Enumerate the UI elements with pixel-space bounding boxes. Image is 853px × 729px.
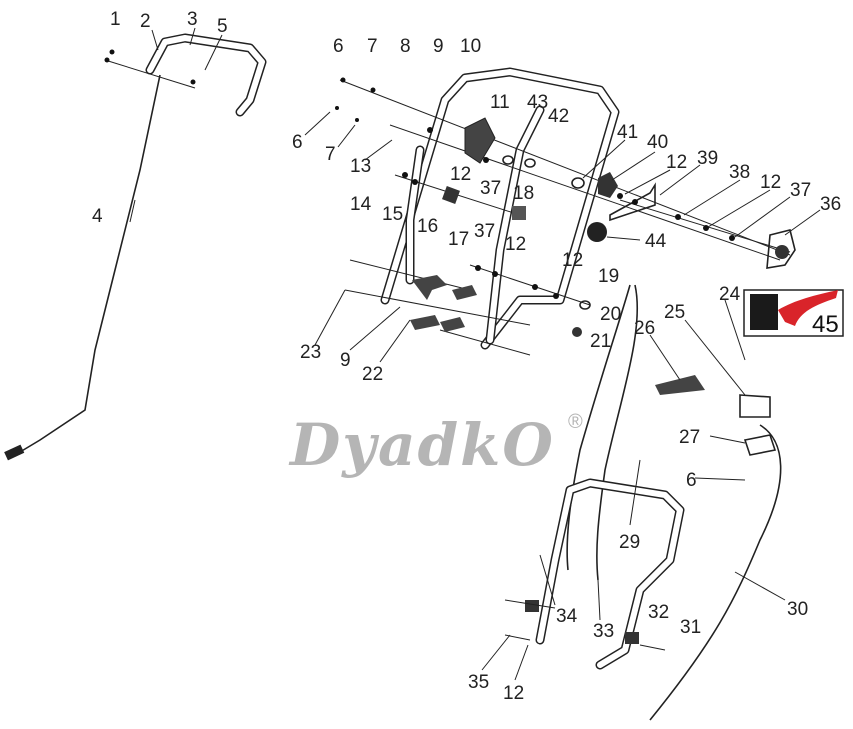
- part-label: 12: [562, 250, 583, 271]
- part-label: 29: [619, 532, 640, 553]
- part-label: 24: [719, 284, 741, 305]
- part-label: 15: [382, 204, 403, 225]
- part-label: 3: [187, 9, 198, 30]
- part-label: 33: [593, 621, 614, 642]
- part-label: 7: [325, 144, 336, 165]
- part-label: 19: [598, 266, 619, 287]
- part-label: 13: [350, 156, 371, 177]
- part-label: 34: [556, 606, 578, 627]
- part-label: 18: [513, 183, 534, 204]
- bail-handle-part-3: [104, 33, 267, 117]
- part-label: 21: [590, 331, 611, 352]
- part-label: 6: [333, 36, 344, 57]
- part-label: 31: [680, 617, 701, 638]
- watermark: DyadkO ®: [288, 411, 583, 479]
- rod-part-4: [4, 74, 161, 461]
- part-label: 9: [340, 350, 351, 371]
- part-label: 8: [400, 36, 411, 57]
- part-label: 41: [617, 122, 638, 143]
- part-label: 39: [697, 148, 718, 169]
- svg-text:DyadkO: DyadkO: [288, 411, 555, 479]
- part-label: 6: [292, 132, 303, 153]
- part-label: 1: [110, 9, 121, 30]
- part-label: 12: [450, 164, 471, 185]
- inset-switch-part-45: 45: [743, 289, 844, 338]
- part-label: 32: [648, 602, 669, 623]
- part-label: 37: [474, 221, 495, 242]
- part-label: 12: [760, 172, 781, 193]
- part-label: 43: [527, 92, 548, 113]
- part-label: 37: [790, 180, 811, 201]
- part-label: 20: [600, 304, 621, 325]
- part-label: 11: [490, 92, 510, 113]
- part-label: 36: [820, 194, 841, 215]
- part-label: 6: [686, 470, 697, 491]
- part-label: 16: [417, 216, 438, 237]
- svg-text:®: ®: [568, 411, 583, 433]
- part-label: 38: [729, 162, 750, 183]
- part-label: 12: [666, 152, 687, 173]
- assembly-axis-lines: [339, 79, 791, 356]
- part-label: 10: [460, 36, 481, 57]
- part-label: 42: [548, 106, 569, 127]
- part-label: 23: [300, 342, 321, 363]
- small-parts: [104, 49, 796, 337]
- part-label: 40: [647, 132, 668, 153]
- part-label: 5: [217, 16, 228, 37]
- part-label: 27: [679, 427, 700, 448]
- part-label: 44: [645, 231, 667, 252]
- cables: [566, 284, 782, 721]
- part-label: 37: [480, 178, 501, 199]
- part-labels: 1 2 3 5 4 6 7 8 9 10 6 7 13 11 43 42 41 …: [92, 9, 841, 704]
- part-label: 22: [362, 364, 383, 385]
- inset-number: 45: [812, 311, 839, 338]
- leader-lines: [129, 27, 821, 681]
- part-label: 9: [433, 36, 444, 57]
- part-label: 12: [503, 683, 524, 704]
- part-label: 26: [634, 318, 655, 339]
- part-label: 12: [505, 234, 526, 255]
- part-label: 14: [350, 194, 372, 215]
- part-label: 25: [664, 302, 685, 323]
- lever-bracket: [655, 375, 777, 456]
- part-label: 17: [448, 229, 469, 250]
- part-label: 2: [140, 11, 151, 32]
- part-label: 4: [92, 206, 103, 227]
- upper-handle-part-10: [380, 67, 620, 350]
- part-label: 35: [468, 672, 489, 693]
- part-label: 7: [367, 36, 378, 57]
- part-label: 30: [787, 599, 808, 620]
